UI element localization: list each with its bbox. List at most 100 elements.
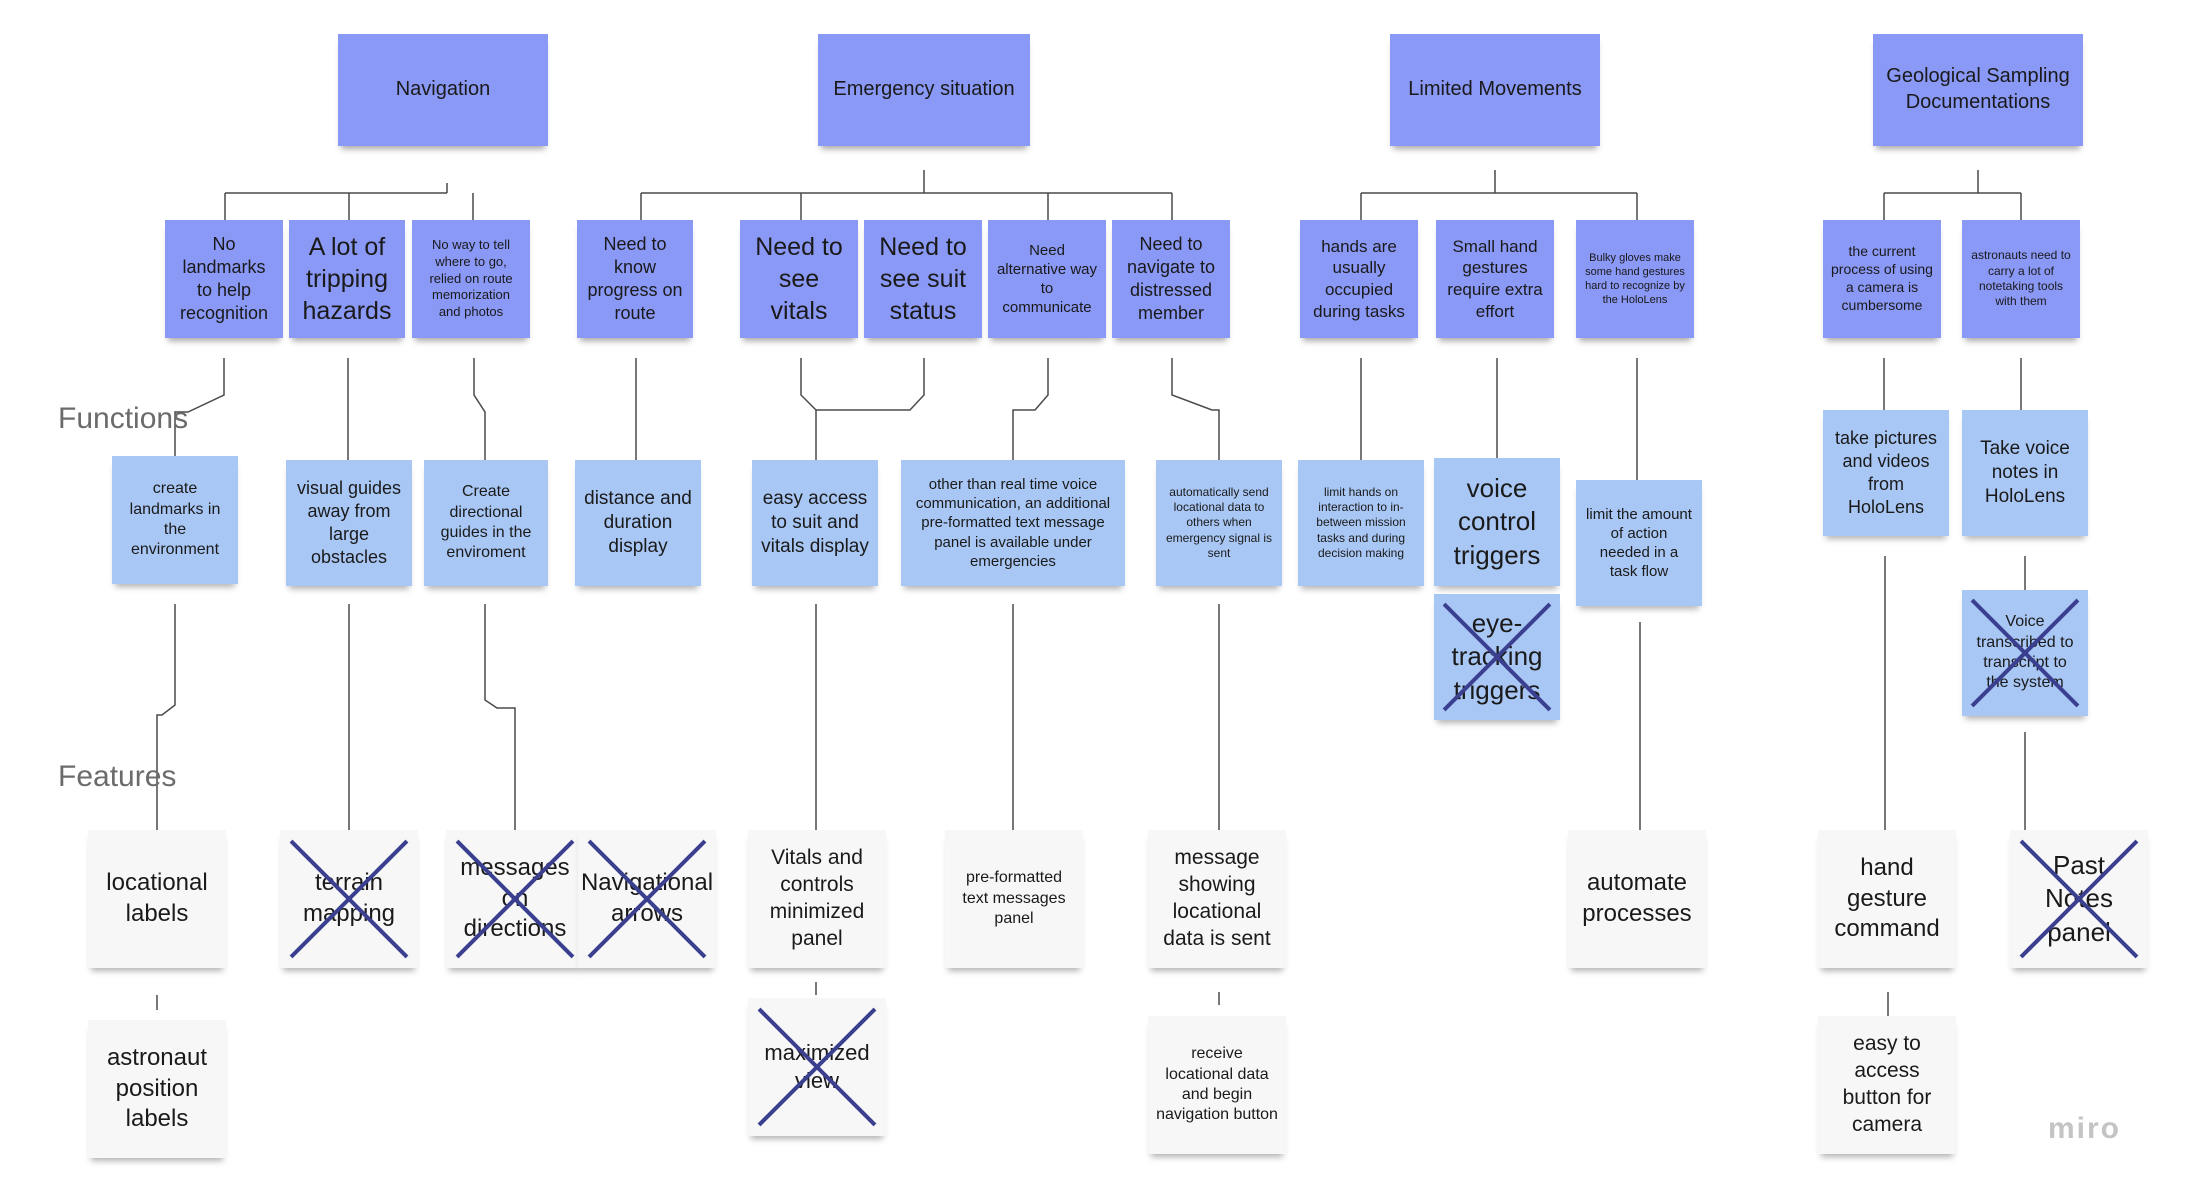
function-note-text: visual guides away from large obstacles (296, 477, 402, 568)
need-note-text: Need alternative way to communicate (996, 241, 1098, 317)
function-note-f8[interactable]: limit hands on interaction to in-between… (1298, 460, 1424, 586)
connector-line (484, 604, 516, 830)
theme-note-text: Limited Movements (1408, 78, 1582, 101)
connector-line (1171, 358, 1220, 460)
feature-note-t11[interactable]: automate processes (1568, 830, 1706, 968)
feature-note-t2[interactable]: astronaut position labels (88, 1020, 226, 1158)
connector-line (816, 358, 925, 411)
feature-note-t12[interactable]: hand gesture command (1818, 830, 1956, 968)
connector-line (224, 183, 474, 220)
need-note-text: the current process of using a camera is… (1831, 243, 1933, 313)
function-note-text: distance and duration display (584, 487, 692, 558)
feature-note-text: maximized view (764, 1039, 870, 1093)
feature-note-text: Past Notes panel (2045, 850, 2113, 947)
need-note-n8[interactable]: Need to navigate to distressed member (1112, 220, 1230, 338)
feature-note-text: message showing locational data is sent (1163, 846, 1271, 950)
feature-note-text: hand gesture command (1834, 853, 1940, 943)
feature-note-text: astronaut position labels (106, 1043, 208, 1133)
feature-note-t7[interactable]: maximized view (748, 998, 886, 1136)
need-note-text: A lot of tripping hazards (302, 233, 392, 325)
function-note-text: other than real time voice communication… (915, 476, 1111, 570)
need-note-n13[interactable]: astronauts need to carry a lot of noteta… (1962, 220, 2080, 338)
function-note-f12[interactable]: take pictures and videos from HoloLens (1823, 410, 1949, 536)
connector-line (1360, 170, 1638, 220)
theme-note-lim[interactable]: Limited Movements (1390, 34, 1600, 146)
feature-note-text: locational labels (106, 869, 208, 927)
need-note-text: Need to navigate to distressed member (1126, 233, 1216, 324)
function-note-f5[interactable]: easy access to suit and vitals display (752, 460, 878, 586)
need-note-text: Need to see vitals (755, 233, 843, 325)
need-note-text: Small hand gestures require extra effort (1447, 236, 1543, 321)
feature-note-t4[interactable]: messages on directions (446, 830, 584, 968)
connector-line (174, 358, 225, 456)
need-note-n10[interactable]: Small hand gestures require extra effort (1436, 220, 1554, 338)
function-note-text: automatically send locational data to ot… (1165, 484, 1273, 561)
function-note-text: limit hands on interaction to in-between… (1316, 484, 1406, 561)
feature-note-text: terrain mapping (302, 869, 396, 927)
function-note-f6[interactable]: other than real time voice communication… (901, 460, 1125, 586)
need-note-n7[interactable]: Need alternative way to communicate (988, 220, 1106, 338)
feature-note-t9[interactable]: message showing locational data is sent (1148, 830, 1286, 968)
function-note-f1[interactable]: create landmarks in the environment (112, 456, 238, 584)
function-note-f7[interactable]: automatically send locational data to ot… (1156, 460, 1282, 586)
theme-note-nav[interactable]: Navigation (338, 34, 548, 146)
need-note-text: hands are usually occupied during tasks (1313, 236, 1405, 321)
function-note-f14[interactable]: Voice transcribed to transcript to the s… (1962, 590, 2088, 716)
need-note-n12[interactable]: the current process of using a camera is… (1823, 220, 1941, 338)
need-note-n3[interactable]: No way to tell where to go, relied on ro… (412, 220, 530, 338)
need-note-text: Need to see suit status (879, 233, 967, 325)
miro-logo: miro (2048, 1112, 2122, 1145)
function-note-text: easy access to suit and vitals display (761, 487, 869, 558)
feature-note-text: Vitals and controls minimized panel (769, 846, 865, 950)
need-note-n9[interactable]: hands are usually occupied during tasks (1300, 220, 1418, 338)
need-note-n2[interactable]: A lot of tripping hazards (289, 220, 405, 338)
feature-note-t1[interactable]: locational labels (88, 830, 226, 968)
need-note-text: Need to know progress on route (587, 233, 683, 324)
feature-note-t3[interactable]: terrain mapping (280, 830, 418, 968)
feature-note-text: pre-formatted text messages panel (962, 869, 1066, 928)
connector-line (800, 358, 817, 460)
feature-note-text: easy to access button for camera (1842, 1032, 1932, 1136)
feature-note-t13[interactable]: easy to access button for camera (1818, 1016, 1956, 1154)
function-note-f2[interactable]: visual guides away from large obstacles (286, 460, 412, 586)
function-note-text: Take voice notes in HoloLens (1980, 437, 2070, 508)
feature-note-text: automate processes (1582, 869, 1692, 927)
theme-note-text: Geological Sampling Documentations (1886, 65, 2070, 113)
need-note-text: No way to tell where to go, relied on ro… (429, 237, 513, 319)
feature-note-text: messages on directions (460, 853, 570, 943)
theme-note-text: Navigation (395, 78, 491, 101)
feature-note-t8[interactable]: pre-formatted text messages panel (945, 830, 1083, 968)
features-row-label: Features (58, 760, 177, 793)
theme-note-text: Emergency situation (833, 78, 1015, 101)
function-note-text: eye-tracking triggers (1451, 608, 1543, 705)
theme-note-geo[interactable]: Geological Sampling Documentations (1873, 34, 2083, 146)
function-note-f4[interactable]: distance and duration display (575, 460, 701, 586)
feature-note-t10[interactable]: receive locational data and begin naviga… (1148, 1016, 1286, 1154)
function-note-f3[interactable]: Create directional guides in the envirom… (424, 460, 548, 586)
theme-note-emg[interactable]: Emergency situation (818, 34, 1030, 146)
function-note-f11[interactable]: limit the amount of action needed in a t… (1576, 480, 1702, 606)
function-note-f9[interactable]: voice control triggers (1434, 458, 1560, 586)
connector-line (640, 170, 1173, 220)
feature-note-text: Navigational arrows (580, 869, 714, 927)
function-note-text: take pictures and videos from HoloLens (1834, 427, 1938, 518)
connector-line (156, 604, 176, 830)
need-note-n11[interactable]: Bulky gloves make some hand gestures har… (1576, 220, 1694, 338)
feature-note-text: receive locational data and begin naviga… (1156, 1045, 1278, 1124)
connector-line (1883, 170, 2022, 220)
need-note-n4[interactable]: Need to know progress on route (577, 220, 693, 338)
function-note-text: Voice transcribed to transcript to the s… (1976, 613, 2074, 692)
function-note-f10[interactable]: eye-tracking triggers (1434, 594, 1560, 720)
feature-note-t14[interactable]: Past Notes panel (2010, 830, 2148, 968)
need-note-n6[interactable]: Need to see suit status (864, 220, 982, 338)
function-note-text: limit the amount of action needed in a t… (1586, 505, 1692, 581)
need-note-n5[interactable]: Need to see vitals (740, 220, 858, 338)
feature-note-t5[interactable]: Navigational arrows (578, 830, 716, 968)
feature-note-t6[interactable]: Vitals and controls minimized panel (748, 830, 886, 968)
function-note-f13[interactable]: Take voice notes in HoloLens (1962, 410, 2088, 536)
connector-line (473, 358, 486, 460)
need-note-n1[interactable]: No landmarks to help recognition (165, 220, 283, 338)
function-note-text: Create directional guides in the envirom… (440, 483, 532, 562)
